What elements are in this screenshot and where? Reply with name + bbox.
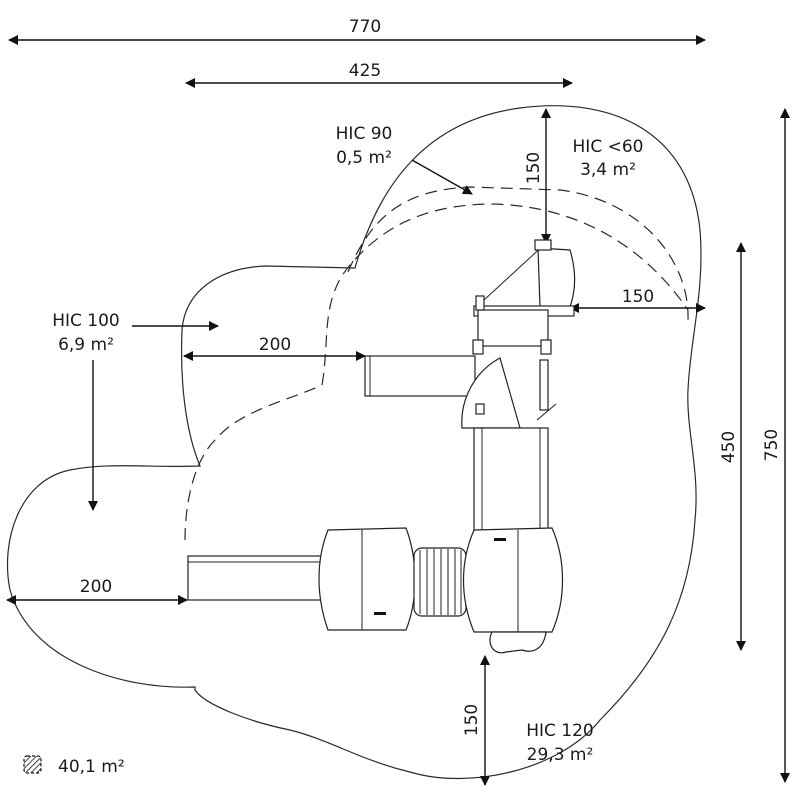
- zone-hic-lt60-name: HIC <60: [573, 137, 644, 157]
- dim-right-clearance-label: 150: [622, 287, 654, 307]
- zone-hic90-name: HIC 90: [336, 124, 393, 144]
- right-platform: [462, 527, 564, 654]
- zone-hic-lt60-area: 3,4 m²: [580, 160, 636, 180]
- zone-hic120-area: 29,3 m²: [527, 745, 594, 765]
- upper-tower: [472, 239, 576, 355]
- safety-zone-outline: [6, 105, 702, 780]
- hic90-dashed-zone: [347, 186, 689, 321]
- dim-structure-width-label: 425: [349, 61, 381, 81]
- dim-structure-height-label: 450: [719, 431, 739, 463]
- left-platform: [318, 527, 416, 631]
- hatched-square-icon: [23, 755, 42, 774]
- dim-left-clearance-label: 200: [80, 577, 112, 597]
- zone-hic100-area: 6,9 m²: [58, 335, 114, 355]
- upper-slide: [364, 355, 476, 397]
- dim-slide-clearance-label: 200: [259, 335, 291, 355]
- zone-hic120-name: HIC 120: [526, 721, 594, 741]
- vertical-walkway: [473, 427, 549, 533]
- lower-slide: [187, 555, 323, 601]
- dim-top-clearance-label: 150: [524, 152, 544, 184]
- hic-lt60-dashed-zone: [321, 203, 689, 386]
- hic100-dashed-zone: [184, 384, 323, 541]
- dim-overall-width-label: 770: [349, 17, 381, 37]
- quarter-platform: [461, 357, 557, 429]
- tube-tunnel: [413, 547, 467, 617]
- legend-total-area: 40,1 m²: [58, 757, 125, 777]
- zone-hic100-name: HIC 100: [52, 311, 120, 331]
- dim-bottom-clearance-label: 150: [462, 704, 482, 736]
- dim-overall-height-label: 750: [762, 429, 782, 461]
- hic90-leader-arrow: [411, 159, 473, 195]
- zone-hic90-area: 0,5 m²: [336, 148, 392, 168]
